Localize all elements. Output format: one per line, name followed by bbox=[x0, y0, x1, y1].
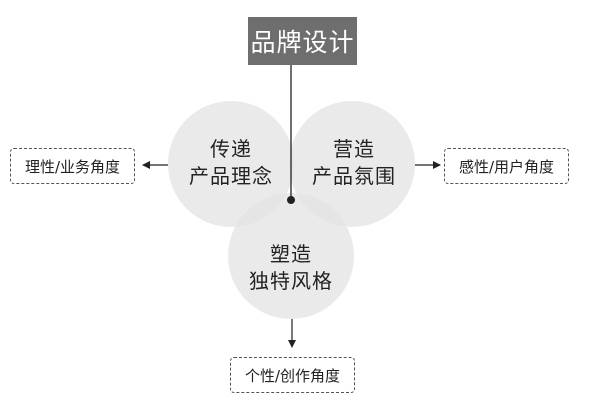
circle-left-line2: 产品理念 bbox=[189, 164, 273, 188]
perspective-right-box: 感性/用户角度 bbox=[444, 148, 569, 184]
title-box: 品牌设计 bbox=[248, 17, 357, 65]
center-dot bbox=[287, 196, 295, 204]
perspective-bottom-text: 个性/创作角度 bbox=[244, 366, 341, 385]
perspective-right-text: 感性/用户角度 bbox=[458, 157, 555, 176]
circle-bottom-line2: 独特风格 bbox=[249, 269, 333, 293]
circle-left-line1: 传递 bbox=[210, 137, 252, 161]
circle-right-line2: 产品氛围 bbox=[312, 164, 396, 188]
circle-right-line1: 营造 bbox=[333, 137, 375, 161]
circle-left bbox=[168, 101, 294, 227]
perspective-left-box: 理性/业务角度 bbox=[10, 148, 135, 184]
circle-bottom bbox=[228, 193, 354, 319]
circle-bottom-line1: 塑造 bbox=[270, 242, 312, 266]
circle-right-label: 营造 产品氛围 bbox=[304, 136, 404, 190]
circle-right bbox=[289, 101, 415, 227]
perspective-bottom-box: 个性/创作角度 bbox=[230, 357, 355, 393]
circle-bottom-label: 塑造 独特风格 bbox=[241, 241, 341, 295]
perspective-left-text: 理性/业务角度 bbox=[24, 157, 121, 176]
circle-left-label: 传递 产品理念 bbox=[181, 136, 281, 190]
title-text: 品牌设计 bbox=[250, 28, 355, 57]
